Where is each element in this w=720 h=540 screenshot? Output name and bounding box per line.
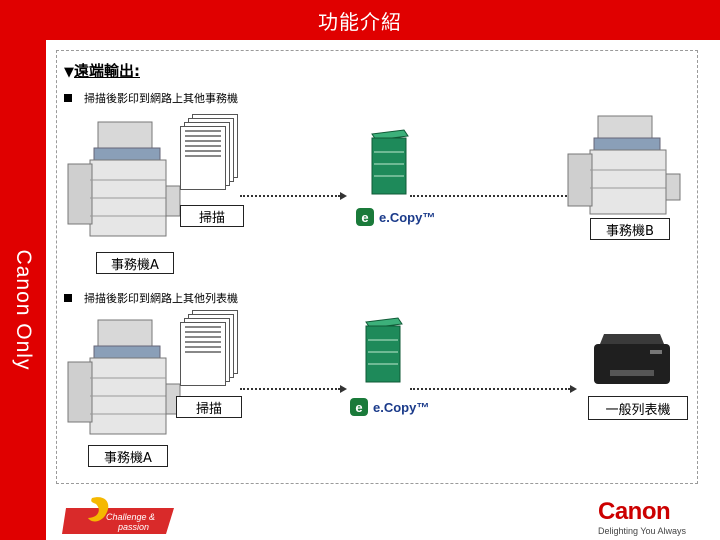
page-title: 功能介紹 [318, 9, 402, 34]
scan-label: 掃描 [180, 205, 244, 227]
target-label-2: 一般列表機 [588, 396, 688, 420]
ecopy-logo-icon: e [356, 208, 374, 226]
ecopy-logo-2: e e.Copy™ [350, 398, 429, 416]
copier-b-icon [567, 115, 681, 215]
scenario1-bullet-text: 掃描後影印到網路上其他事務機 [84, 92, 238, 105]
title-bar: 功能介紹 [0, 0, 720, 40]
svg-text:passion: passion [117, 522, 149, 532]
scenario2-bullet: 掃描後影印到網路上其他列表機 [64, 290, 238, 306]
arrow-head-icon [340, 385, 347, 393]
server-icon [365, 317, 403, 383]
copier-a1-icon [67, 121, 181, 237]
flow-arrow [410, 388, 570, 390]
triangle-marker: ▼ [64, 65, 74, 80]
ecopy-name: e.Copy™ [379, 209, 436, 225]
canon-tagline: Delighting You Always [598, 526, 687, 536]
flow-arrow [410, 195, 570, 197]
arrow-head-icon [340, 192, 347, 200]
target-label: 事務機B [590, 218, 670, 240]
source-label: 事務機A [96, 252, 174, 274]
sidebar-label: Canon Only [12, 249, 35, 371]
arrow-head-icon [570, 385, 577, 393]
ecopy-name-2: e.Copy™ [373, 399, 430, 415]
challenge-passion-logo: Challenge & passion [62, 497, 174, 534]
flow-arrow [240, 388, 340, 390]
bullet-square-icon [64, 94, 72, 102]
source-label-2: 事務機A [88, 445, 168, 467]
section-heading: ▼遠端輸出: [64, 60, 140, 81]
svg-text:Challenge &: Challenge & [106, 512, 155, 522]
content-frame [56, 50, 698, 484]
scan-label-2: 掃描 [176, 396, 242, 418]
sidebar: Canon Only [0, 40, 46, 540]
scenario1-bullet: 掃描後影印到網路上其他事務機 [64, 90, 238, 106]
copier-a2-icon [67, 319, 181, 435]
ecopy-logo: e e.Copy™ [356, 208, 435, 226]
server-icon [371, 129, 409, 195]
section-title: 遠端輸出: [74, 62, 140, 80]
flow-arrow [240, 195, 340, 197]
scenario2-bullet-text: 掃描後影印到網路上其他列表機 [84, 292, 238, 305]
ecopy-logo-icon: e [350, 398, 368, 416]
canon-brand-logo: Canon [598, 498, 671, 525]
bullet-square-icon [64, 294, 72, 302]
printer-icon [594, 334, 670, 384]
